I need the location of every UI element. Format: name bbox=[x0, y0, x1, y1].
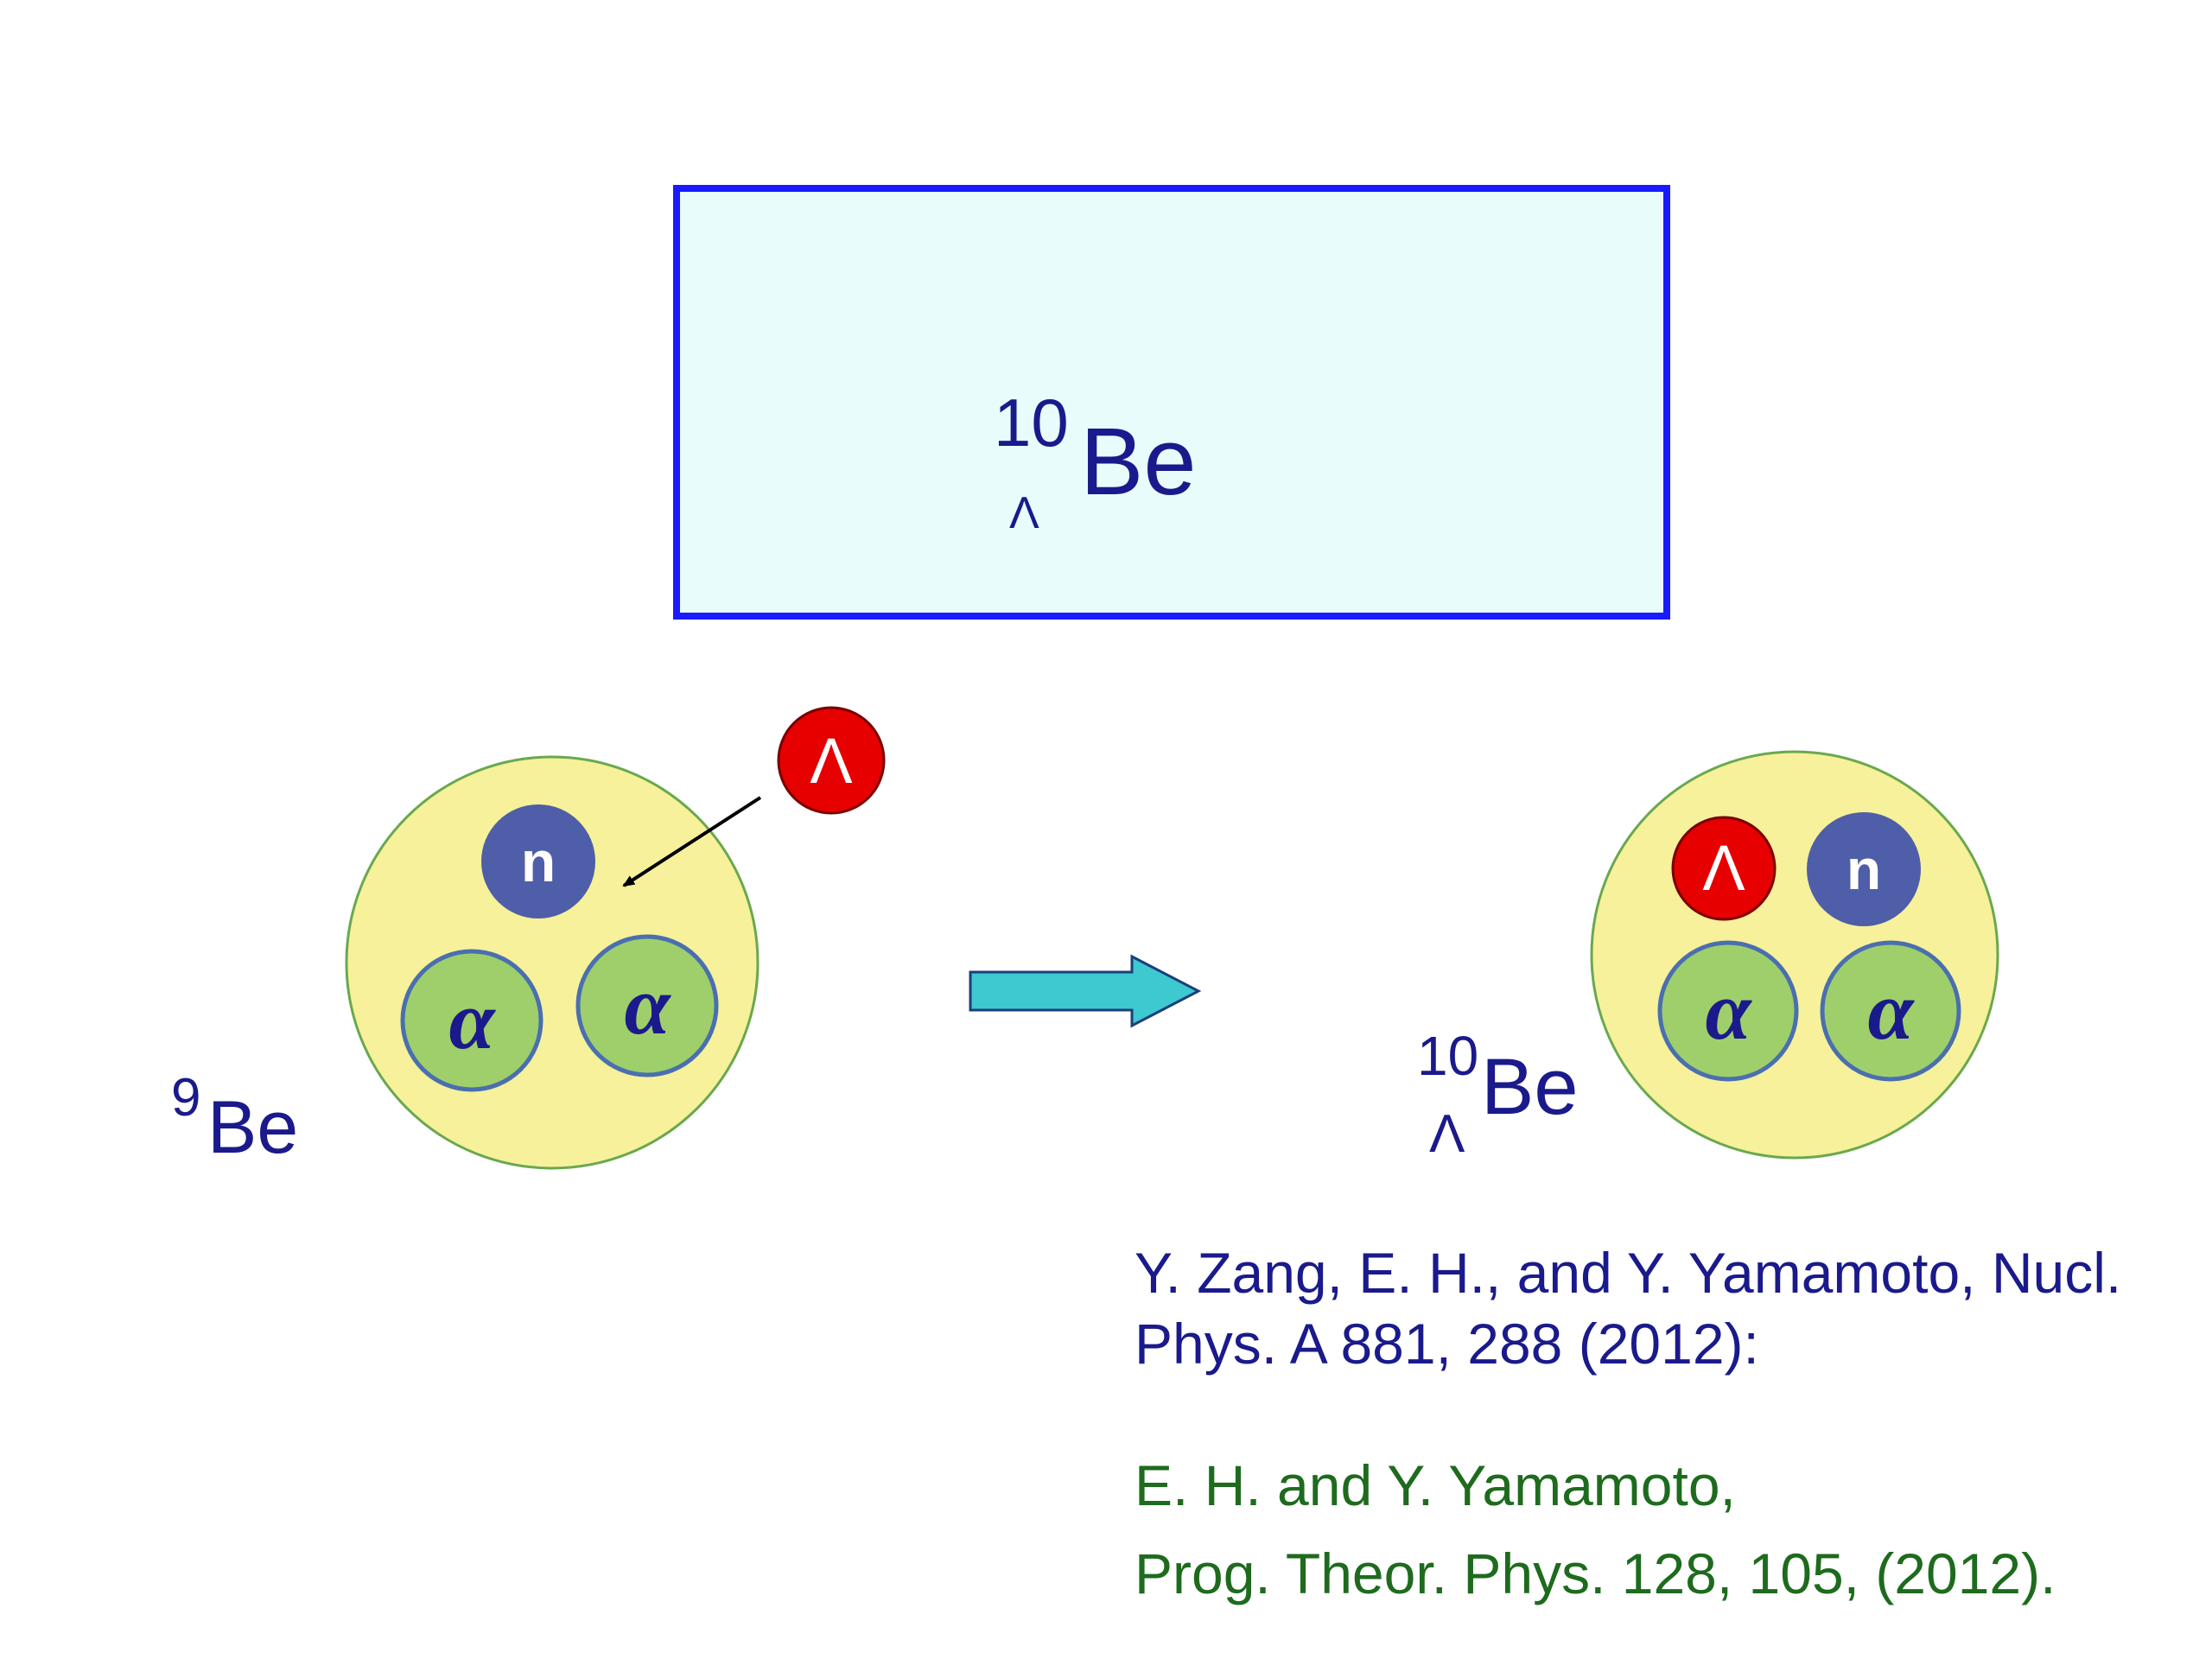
right-nucleus-body bbox=[1590, 750, 1999, 1160]
left-alpha-1-label: α bbox=[448, 974, 496, 1066]
reference-2-line-2: Prog. Theor. Phys. 128, 105, (2012). bbox=[1135, 1541, 2056, 1605]
incoming-lambda-label: Λ bbox=[810, 725, 853, 797]
be9-element-symbol: Be bbox=[207, 1086, 299, 1169]
right-lambda-label: Λ bbox=[1702, 832, 1745, 904]
title-box bbox=[673, 185, 1670, 620]
title-element-symbol: Be bbox=[1080, 409, 1197, 515]
incoming-lambda: Λ bbox=[777, 706, 886, 815]
hyper-lambda-subscript: Λ bbox=[1429, 1104, 1465, 1164]
reference-1-line-2: Phys. A 881, 288 (2012): bbox=[1135, 1312, 1759, 1376]
incoming-lambda-ball bbox=[777, 706, 886, 815]
left-alpha-2-label: α bbox=[624, 959, 671, 1052]
right-lambda bbox=[1671, 816, 1777, 921]
right-alpha-1 bbox=[1657, 940, 1799, 1082]
right-neutron-label: n bbox=[1847, 837, 1881, 901]
left-neutron-label: n bbox=[521, 830, 556, 893]
right-alpha-2-label: α bbox=[1867, 964, 1915, 1057]
reference-2-line-1: E. H. and Y. Yamamoto, bbox=[1135, 1453, 1736, 1517]
left-alpha-2 bbox=[575, 934, 719, 1077]
title-lambda-subscript: Λ bbox=[1009, 488, 1039, 538]
left-neutron bbox=[481, 804, 595, 918]
reaction-arrow bbox=[969, 954, 1202, 1028]
reference-1-line-1: Y. Zang, E. H., and Y. Yamamoto, Nucl. bbox=[1135, 1241, 2122, 1305]
right-alpha-1-label: α bbox=[1705, 964, 1752, 1057]
right-neutron bbox=[1807, 812, 1921, 926]
title-mass-number: 10 bbox=[994, 385, 1069, 461]
be9-mass-number: 9 bbox=[171, 1068, 201, 1128]
right-alpha-2 bbox=[1820, 940, 1961, 1082]
left-nucleus: n α α bbox=[345, 755, 760, 1170]
right-nucleus: Λ n α α bbox=[1590, 750, 1999, 1160]
left-alpha-1 bbox=[400, 949, 543, 1092]
hyper-element-symbol: Be bbox=[1481, 1043, 1579, 1131]
capture-arrow bbox=[622, 796, 762, 887]
hyper-mass-number: 10 bbox=[1417, 1025, 1479, 1087]
